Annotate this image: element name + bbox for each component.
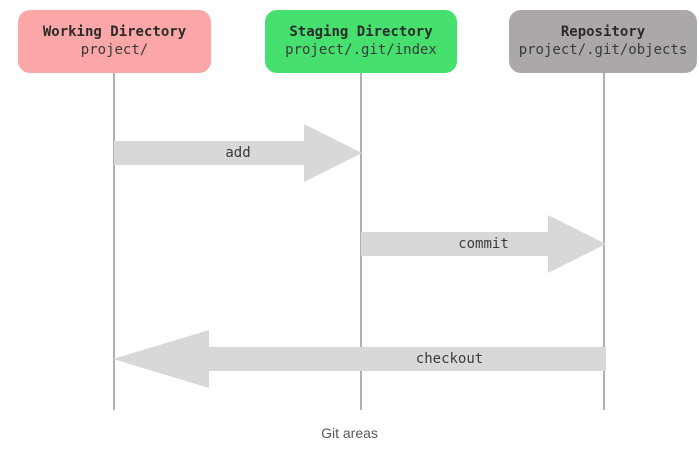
node-working-directory: Working Directory project/ — [18, 10, 211, 73]
node-staging-directory-title: Staging Directory — [289, 23, 433, 40]
arrow-add: add — [114, 124, 362, 182]
node-working-directory-path: project/ — [80, 41, 149, 58]
node-working-directory-title: Working Directory — [42, 23, 187, 40]
node-staging-directory: Staging Directory project/.git/index — [265, 10, 457, 73]
lifeline-repository — [603, 73, 605, 410]
node-repository: Repository project/.git/objects — [509, 10, 697, 73]
lifeline-working-directory — [113, 73, 115, 410]
node-repository-path: project/.git/objects — [518, 41, 688, 58]
diagram-caption: Git areas — [321, 425, 378, 441]
arrow-commit: commit — [361, 215, 606, 273]
node-repository-title: Repository — [560, 23, 646, 40]
node-staging-directory-path: project/.git/index — [285, 41, 437, 58]
arrow-checkout: checkout — [113, 330, 606, 388]
